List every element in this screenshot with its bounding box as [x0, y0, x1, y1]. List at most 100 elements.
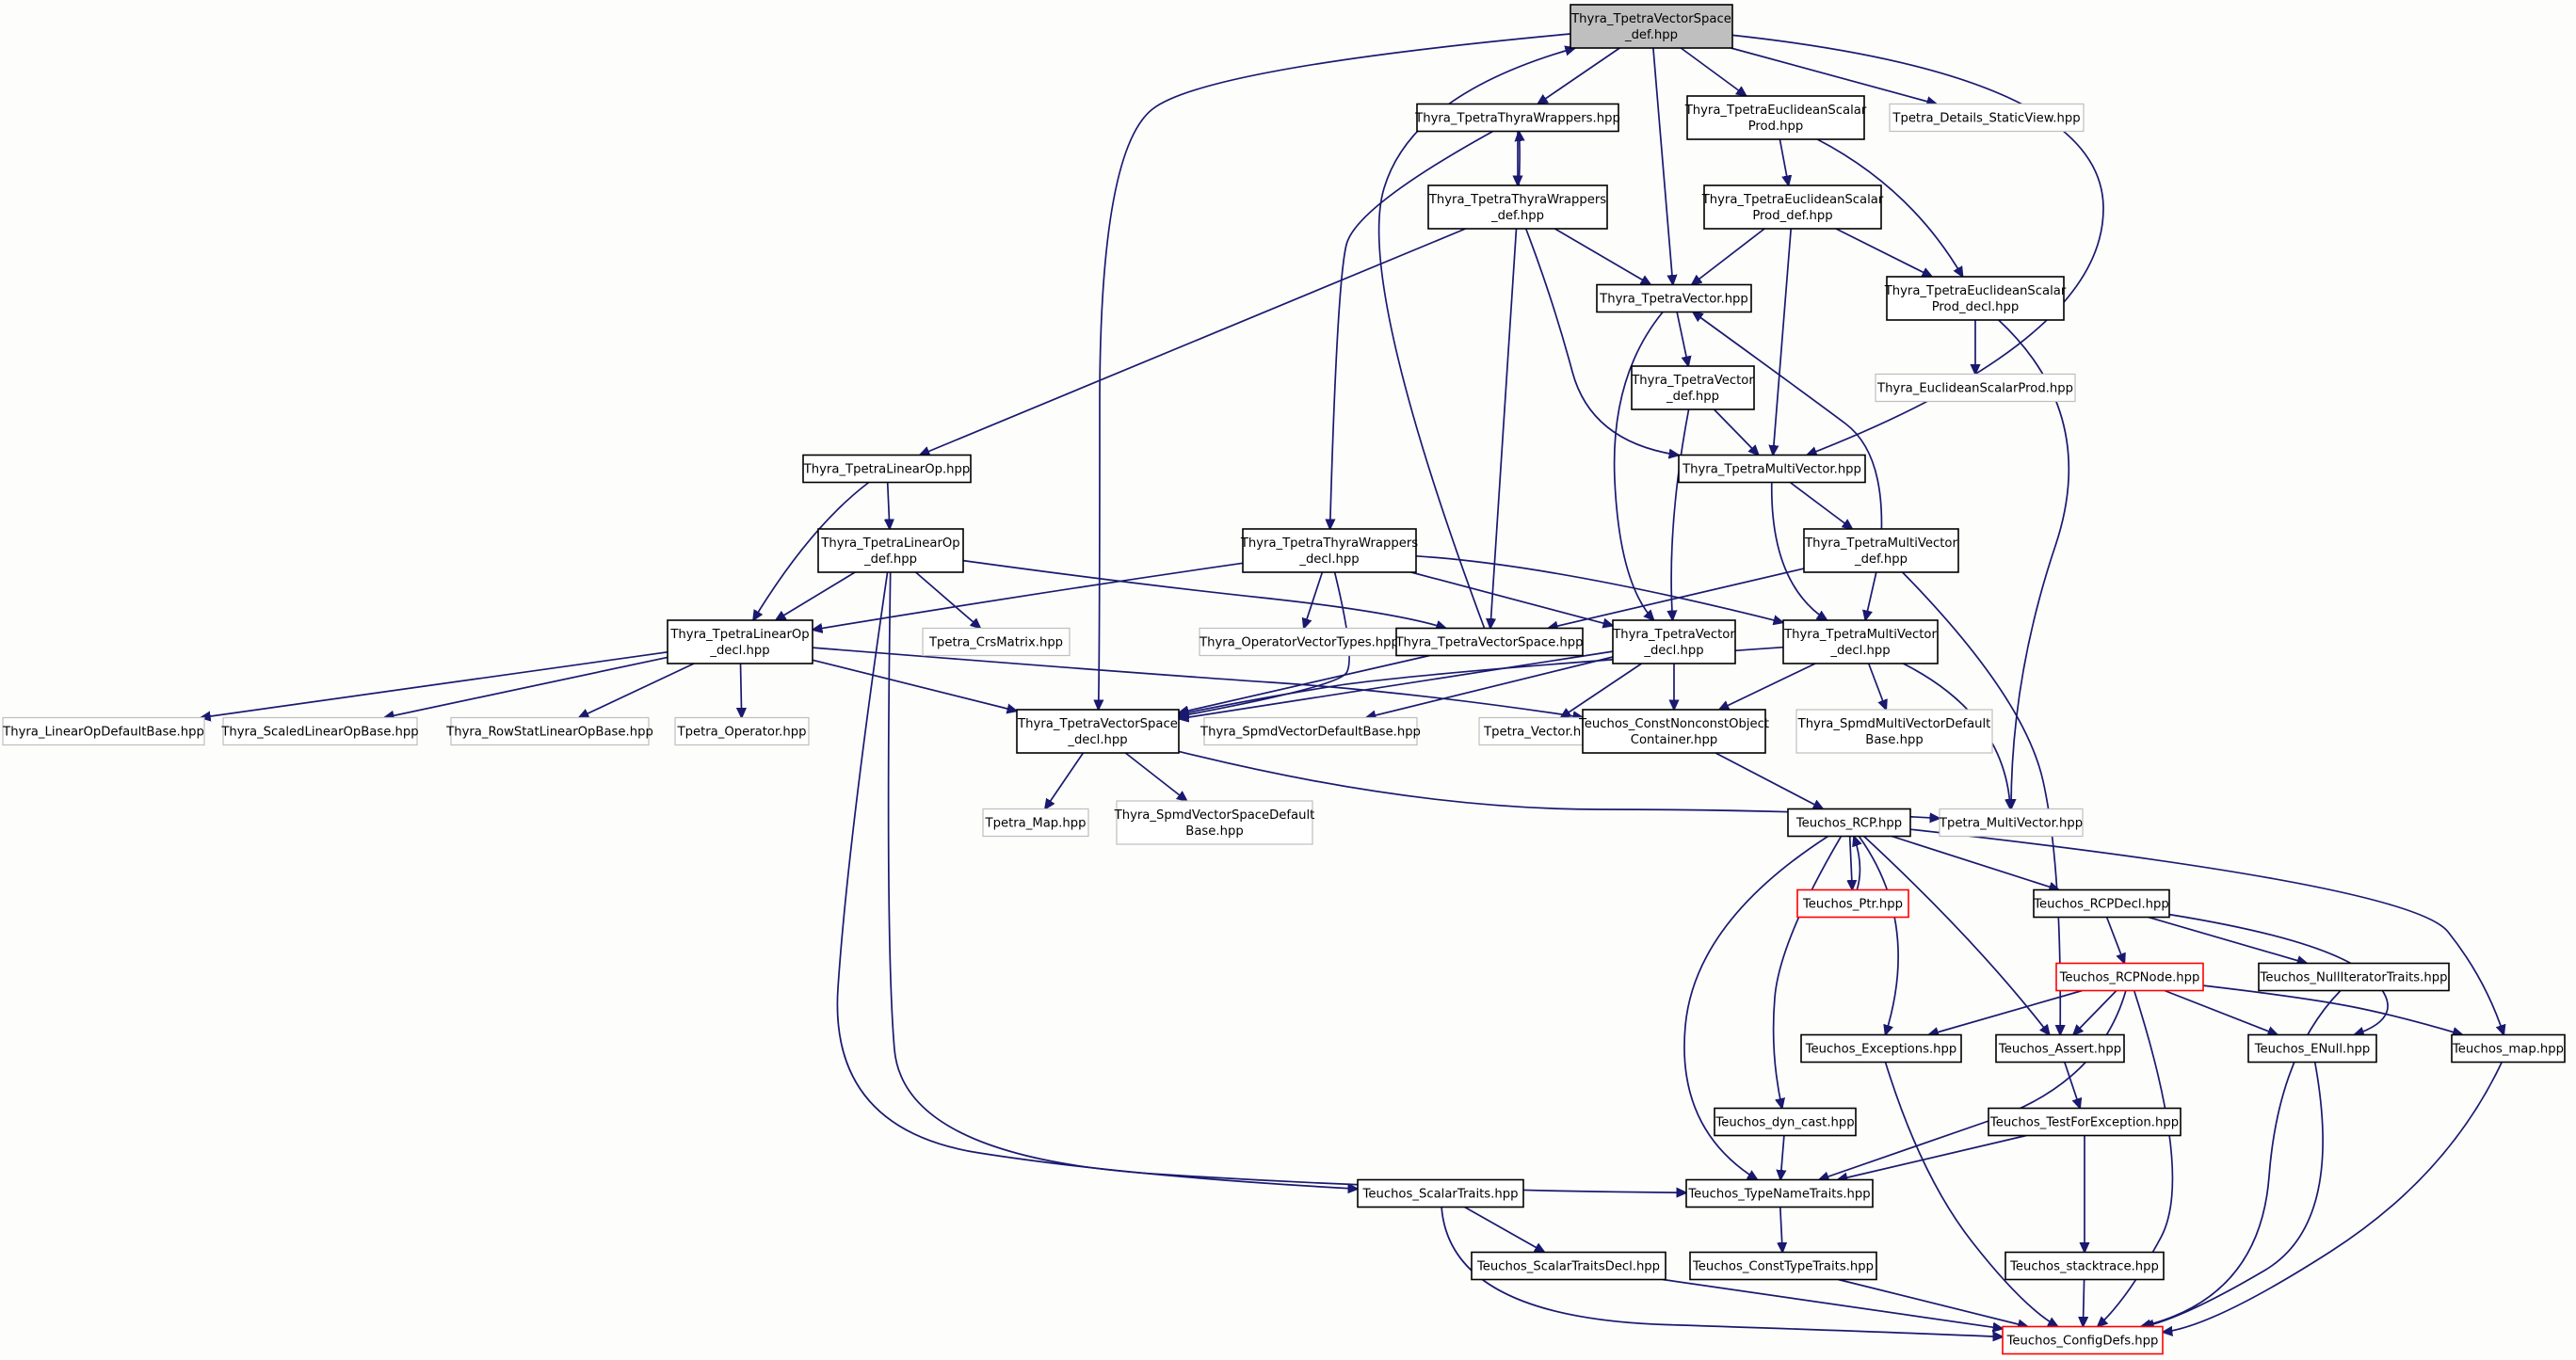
file-node-label: Thyra_RowStatLinearOpBase.hpp	[445, 726, 653, 740]
edge-n36-to-n41	[2202, 984, 2462, 1034]
file-node-label: Prod_def.hpp	[1752, 209, 1832, 223]
file-node-label: Teuchos_ConstTypeTraits.hpp	[1692, 1260, 1874, 1274]
file-node-n22[interactable]: Thyra_ScaledLinearOpBase.hpp	[220, 716, 419, 746]
file-node-n16[interactable]: Tpetra_CrsMatrix.hpp	[922, 627, 1071, 657]
file-node-n38[interactable]: Teuchos_Exceptions.hpp	[1800, 1033, 1962, 1064]
file-node-n23[interactable]: Thyra_RowStatLinearOpBase.hpp	[445, 716, 653, 746]
file-node-n32[interactable]: Teuchos_RCP.hpp	[1787, 808, 1911, 838]
file-node-n1[interactable]: Thyra_TpetraThyraWrappers.hpp	[1414, 103, 1620, 133]
file-node-label: _decl.hpp	[1067, 733, 1127, 747]
file-node-n14[interactable]: Thyra_TpetraMultiVector_def.hpp	[1803, 528, 1959, 573]
file-node-n42[interactable]: Teuchos_dyn_cast.hpp	[1714, 1107, 1857, 1137]
file-node-box	[2004, 1251, 2165, 1281]
file-node-n34[interactable]: Teuchos_Ptr.hpp	[1796, 888, 1909, 919]
edge-n36-to-n49	[2098, 990, 2174, 1327]
file-node-n40[interactable]: Teuchos_ENull.hpp	[2247, 1033, 2377, 1064]
file-node-n27[interactable]: Tpetra_Vector.hpp	[1478, 716, 1602, 746]
edge-n35-to-n37	[2148, 916, 2307, 964]
file-node-n30[interactable]: Tpetra_Map.hpp	[982, 808, 1089, 838]
file-node-n43[interactable]: Teuchos_TestForException.hpp	[1988, 1107, 2182, 1137]
edge-n18-to-n25	[1179, 654, 1430, 713]
edge-n0-to-n25	[1099, 33, 1571, 710]
file-node-n18[interactable]: Thyra_TpetraVectorSpace.hpp	[1394, 627, 1584, 657]
file-node-label: Base.hpp	[1865, 733, 1923, 747]
file-node-n33[interactable]: Tpetra_MultiVector.hpp	[1939, 808, 2084, 838]
file-node-box	[1471, 1251, 1666, 1281]
file-node-label: Tpetra_Operator.hpp	[677, 726, 807, 740]
file-node-box	[2033, 888, 2170, 919]
file-node-label: Teuchos_ScalarTraits.hpp	[1362, 1188, 1519, 1202]
file-node-box	[1570, 4, 1733, 49]
edge-layer	[201, 33, 2504, 1336]
file-node-box	[1686, 95, 1865, 140]
file-node-box	[922, 627, 1071, 657]
edge-n32-to-n34	[1850, 836, 1853, 890]
file-node-n11[interactable]: Thyra_TpetraMultiVector.hpp	[1678, 454, 1866, 484]
file-node-n24[interactable]: Tpetra_Operator.hpp	[674, 716, 810, 746]
file-node-n19[interactable]: Thyra_TpetraVector_decl.hpp	[1612, 619, 1736, 664]
edge-n32-to-n45	[1683, 835, 1829, 1180]
edge-n36-to-n38	[1928, 989, 2083, 1035]
file-node-n39[interactable]: Teuchos_Assert.hpp	[1995, 1033, 2125, 1064]
file-node-n47[interactable]: Teuchos_ConstTypeTraits.hpp	[1689, 1251, 1877, 1281]
file-node-label: Thyra_TpetraVector	[1631, 374, 1754, 388]
file-node-n0[interactable]: Thyra_TpetraVectorSpace_def.hpp	[1570, 4, 1733, 49]
edge-n25-to-n31	[1124, 752, 1186, 801]
file-node-box	[1116, 800, 1313, 845]
file-node-n44[interactable]: Teuchos_ScalarTraits.hpp	[1357, 1178, 1524, 1208]
file-node-label: Teuchos_RCP.hpp	[1795, 817, 1902, 831]
file-node-n48[interactable]: Teuchos_stacktrace.hpp	[2004, 1251, 2165, 1281]
file-node-n49[interactable]: Teuchos_ConfigDefs.hpp	[2002, 1325, 2164, 1355]
file-node-n8[interactable]: Thyra_TpetraVector_def.hpp	[1631, 365, 1755, 410]
file-node-n13[interactable]: Thyra_TpetraThyraWrappers_decl.hpp	[1240, 528, 1418, 573]
edge-n11-to-n20	[1770, 482, 1827, 621]
edge-n46-to-n49	[1663, 1278, 2003, 1329]
edge-n6-to-n19	[1613, 311, 1664, 621]
edge-n13-to-n17	[1304, 571, 1324, 629]
file-node-label: Thyra_ScaledLinearOpBase.hpp	[220, 726, 418, 740]
file-node-n17[interactable]: Thyra_OperatorVectorTypes.hpp	[1199, 627, 1400, 657]
file-node-label: Thyra_TpetraThyraWrappers	[1428, 193, 1606, 207]
file-node-label: Teuchos_ConstNonconstObject	[1578, 717, 1769, 731]
file-node-label: Thyra_TpetraMultiVector	[1783, 628, 1937, 642]
file-node-n4[interactable]: Thyra_TpetraThyraWrappers_def.hpp	[1427, 184, 1608, 230]
file-node-n6[interactable]: Thyra_TpetraVector.hpp	[1596, 283, 1752, 313]
file-node-label: Thyra_OperatorVectorTypes.hpp	[1199, 636, 1399, 650]
edge-n36-to-n45	[1819, 990, 2127, 1180]
file-node-n41[interactable]: Teuchos_map.hpp	[2451, 1033, 2566, 1064]
file-node-n20[interactable]: Thyra_TpetraMultiVector_decl.hpp	[1782, 619, 1939, 664]
file-node-label: Thyra_TpetraVector	[1612, 628, 1735, 642]
file-node-n15[interactable]: Thyra_TpetraLinearOp_decl.hpp	[667, 619, 813, 664]
file-node-label: Teuchos_RCPDecl.hpp	[2033, 898, 2169, 912]
edge-n35-to-n36	[2105, 917, 2125, 964]
file-node-label: Thyra_TpetraVector.hpp	[1599, 293, 1748, 307]
file-node-n25[interactable]: Thyra_TpetraVectorSpace_decl.hpp	[1016, 709, 1180, 754]
file-node-n46[interactable]: Teuchos_ScalarTraitsDecl.hpp	[1471, 1251, 1666, 1281]
file-node-n36[interactable]: Teuchos_RCPNode.hpp	[2055, 962, 2204, 992]
file-node-box	[1357, 1178, 1524, 1208]
file-node-n9[interactable]: Thyra_EuclideanScalarProd.hpp	[1875, 373, 2076, 403]
edge-n14-to-n6	[1693, 312, 1883, 530]
file-node-n45[interactable]: Teuchos_TypeNameTraits.hpp	[1685, 1178, 1874, 1208]
edge-n4-to-n11	[1524, 228, 1679, 456]
file-node-n3[interactable]: Tpetra_Details_StaticView.hpp	[1889, 103, 2085, 133]
file-node-n12[interactable]: Thyra_TpetraLinearOp_def.hpp	[817, 528, 964, 573]
file-node-label: Teuchos_Ptr.hpp	[1802, 898, 1903, 912]
file-node-n21[interactable]: Thyra_LinearOpDefaultBase.hpp	[2, 716, 205, 746]
file-node-n26[interactable]: Thyra_SpmdVectorDefaultBase.hpp	[1199, 716, 1421, 746]
file-node-box	[1427, 184, 1608, 230]
file-node-box	[674, 716, 810, 746]
file-node-box	[1800, 1033, 1962, 1064]
edge-n0-to-n2	[1680, 47, 1746, 96]
file-node-n37[interactable]: Teuchos_NullIteratorTraits.hpp	[2258, 962, 2450, 992]
edge-n32-to-n38	[1858, 836, 1899, 1035]
file-node-n10[interactable]: Thyra_TpetraLinearOp.hpp	[802, 454, 972, 484]
file-node-n35[interactable]: Teuchos_RCPDecl.hpp	[2033, 888, 2170, 919]
file-node-label: Teuchos_Exceptions.hpp	[1805, 1043, 1957, 1057]
